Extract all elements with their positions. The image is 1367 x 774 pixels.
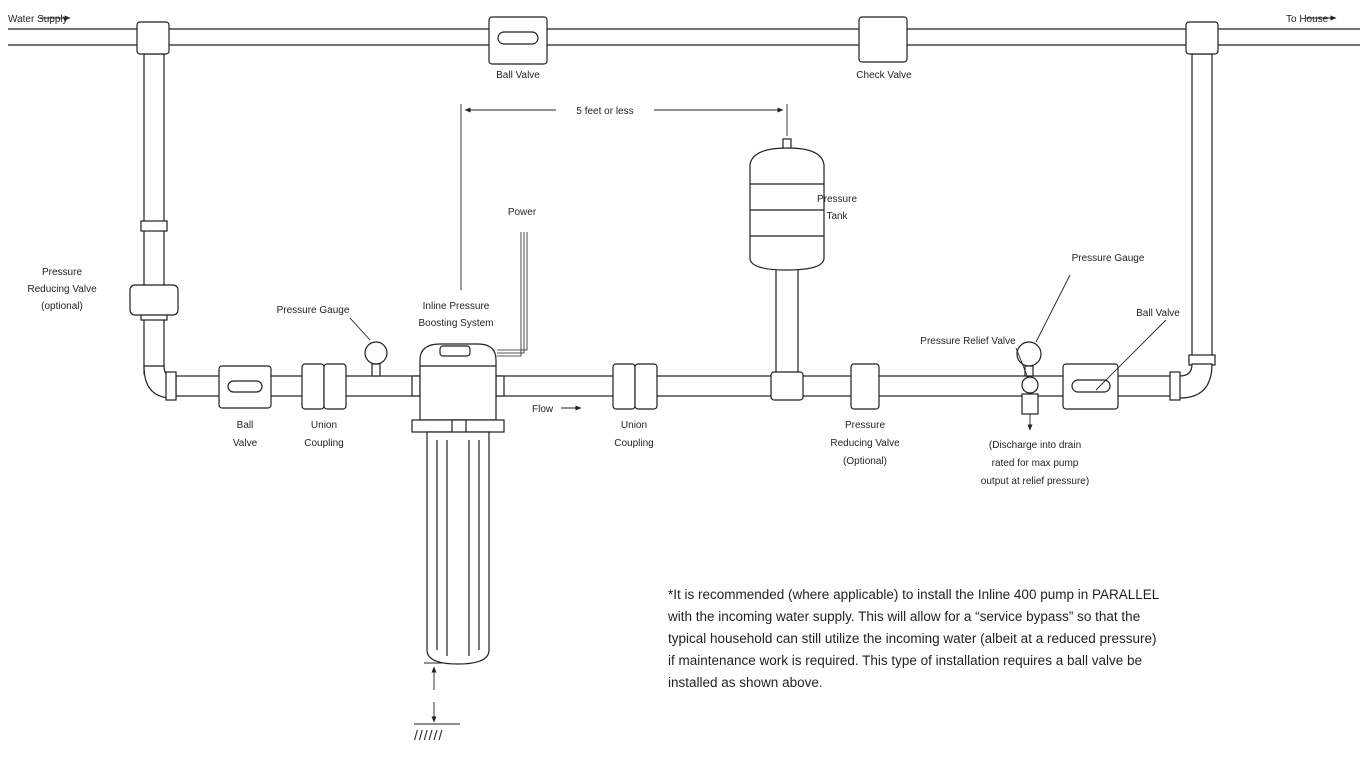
check-valve-label: Check Valve bbox=[856, 70, 912, 81]
pressure-tank-label-line1: Pressure bbox=[817, 194, 857, 205]
right-tee-fitting bbox=[1185, 21, 1219, 55]
right-ball-valve-label: Ball Valve bbox=[1136, 308, 1180, 319]
left-pipe-coupling bbox=[140, 220, 168, 232]
inline-system-label-line2: Boosting System bbox=[418, 318, 493, 329]
pressure-tank-label-line2: Tank bbox=[826, 211, 848, 222]
left-pressure-gauge bbox=[364, 341, 388, 377]
prv-right-label-line1: Pressure bbox=[845, 420, 885, 431]
prv-left-label-line1: Pressure bbox=[42, 267, 82, 278]
prv-left-label-line2: Reducing Valve bbox=[27, 284, 97, 295]
note-line: typical household can still utilize the … bbox=[668, 631, 1157, 646]
prv-right-label-line2: Reducing Valve bbox=[830, 438, 900, 449]
middle-union-coupling bbox=[612, 363, 658, 410]
left-tee-fitting bbox=[136, 21, 170, 55]
note-line: if maintenance work is required. This ty… bbox=[668, 653, 1142, 668]
inline-system-label-line1: Inline Pressure bbox=[423, 301, 490, 312]
pressure-relief-valve bbox=[1021, 376, 1039, 415]
check-valve bbox=[858, 16, 908, 63]
inline-pump-unit bbox=[411, 343, 505, 665]
top-ball-valve-label: Ball Valve bbox=[496, 70, 540, 81]
distance-label: 5 feet or less bbox=[576, 106, 633, 117]
prv-right-label-line3: (Optional) bbox=[843, 456, 887, 467]
left-ball-valve-label-line2: Valve bbox=[233, 438, 258, 449]
right-vertical-pipe bbox=[1191, 53, 1213, 365]
left-gauge-leader bbox=[349, 317, 371, 341]
right-elbow-coupling bbox=[1169, 371, 1181, 401]
middle-union-label-line1: Union bbox=[621, 420, 647, 431]
top-ball-valve bbox=[488, 16, 548, 65]
ground-hatch: ////// bbox=[414, 727, 443, 743]
left-pressure-reducing-valve bbox=[129, 284, 179, 316]
right-pressure-gauge bbox=[1016, 341, 1042, 377]
power-label: Power bbox=[508, 207, 537, 218]
right-pressure-gauge-label: Pressure Gauge bbox=[1072, 253, 1145, 264]
power-cable bbox=[497, 232, 528, 357]
relief-valve-leader bbox=[1015, 347, 1029, 379]
note-line: with the incoming water supply. This wil… bbox=[668, 609, 1141, 624]
left-elbow-coupling bbox=[165, 371, 177, 401]
left-pressure-gauge-label: Pressure Gauge bbox=[277, 305, 350, 316]
prv-left-label-line3: (optional) bbox=[41, 301, 83, 312]
relief-valve-label: Pressure Relief Valve bbox=[920, 336, 1016, 347]
left-union-label-line1: Union bbox=[311, 420, 337, 431]
to-house-label: To House bbox=[1286, 14, 1329, 25]
right-gauge-leader bbox=[1035, 274, 1071, 343]
discharge-label-line2: rated for max pump bbox=[992, 458, 1079, 469]
discharge-label-line1: (Discharge into drain bbox=[989, 440, 1081, 451]
right-elbow bbox=[1175, 363, 1213, 399]
right-ball-valve bbox=[1062, 363, 1119, 410]
right-pressure-reducing-valve bbox=[850, 363, 880, 410]
note-line: installed as shown above. bbox=[668, 675, 823, 690]
left-ball-valve bbox=[218, 365, 272, 409]
top-main-line bbox=[8, 28, 1360, 46]
flow-label: Flow bbox=[532, 404, 554, 415]
left-union-coupling bbox=[301, 363, 347, 410]
left-ball-valve-label-line1: Ball bbox=[237, 420, 254, 431]
installation-note: *It is recommended (where applicable) to… bbox=[668, 584, 1228, 694]
middle-union-label-line2: Coupling bbox=[614, 438, 653, 449]
discharge-label-line3: output at relief pressure) bbox=[981, 476, 1089, 487]
note-line: *It is recommended (where applicable) to… bbox=[668, 587, 1160, 602]
right-ball-valve-leader bbox=[1095, 319, 1167, 391]
tank-tee-fitting bbox=[770, 371, 804, 401]
left-union-label-line2: Coupling bbox=[304, 438, 343, 449]
left-vertical-pipe bbox=[143, 53, 165, 375]
water-supply-label: Water Supply bbox=[8, 14, 68, 25]
pressure-tank bbox=[749, 138, 825, 375]
